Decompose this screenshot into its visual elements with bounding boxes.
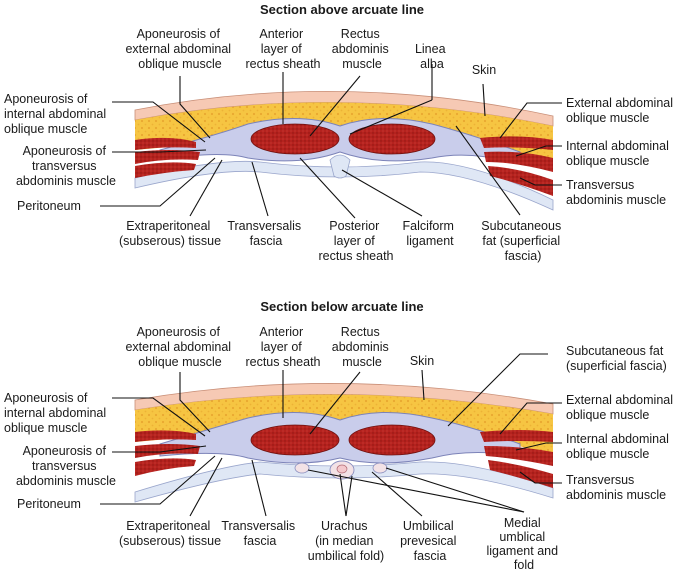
label-peritoneum: Peritoneum: [17, 199, 81, 213]
label-transversalis: Transversalis fascia: [221, 519, 298, 548]
subcutaneous-fat-layer: [135, 102, 553, 170]
label-internal-oblique: Internal abdominal oblique muscle: [566, 139, 672, 168]
label-posterior-layer: Posterior layer of rectus sheath: [318, 219, 393, 263]
peritoneum-layer: [134, 461, 554, 503]
left-medial-ligament: [294, 462, 310, 474]
right-external-oblique: [480, 136, 553, 150]
label-transversus: Transversus abdominis muscle: [566, 178, 666, 207]
label-transversalis: Transversalis fascia: [227, 219, 304, 248]
right-transversus: [488, 460, 553, 488]
leader-lines: [100, 64, 562, 219]
right-external-oblique: [480, 430, 553, 442]
label-subcutaneous: Subcutaneous fat (superficial fascia): [566, 344, 667, 373]
label-skin: Skin: [410, 354, 434, 368]
label-aponeurosis-transversus: Aponeurosis of transversus abdominis mus…: [16, 144, 116, 188]
label-aponeurosis-transversus: Aponeurosis of transversus abdominis mus…: [16, 444, 116, 488]
label-external-oblique: External abdominal oblique muscle: [566, 393, 677, 422]
label-prevesical: Umbilical prevesical fascia: [400, 519, 460, 563]
section-above-arcuate: Section above arcuate line: [4, 2, 677, 263]
right-rectus-muscle: [348, 123, 436, 155]
label-anterior-layer: Anterior layer of rectus sheath: [245, 27, 320, 71]
left-internal-oblique: [135, 150, 200, 164]
tissue-cross-section: [134, 383, 554, 503]
label-urachus: Urachus (in median umbilical fold): [308, 519, 384, 563]
section-title: Section below arcuate line: [260, 299, 423, 314]
section-title: Section above arcuate line: [260, 2, 424, 17]
leader-lines: [100, 353, 562, 517]
label-extraperitoneal: Extraperitoneal (subserous) tissue: [119, 519, 221, 548]
label-transversus: Transversus abdominis muscle: [566, 473, 666, 502]
label-rectus-abdominis: Rectus abdominis muscle: [332, 325, 392, 369]
label-internal-oblique: Internal abdominal oblique muscle: [566, 432, 672, 461]
label-peritoneum: Peritoneum: [17, 497, 81, 511]
right-rectus-muscle: [348, 424, 436, 456]
right-medial-ligament: [372, 462, 388, 474]
right-transversus: [488, 166, 553, 196]
left-rectus-muscle: [250, 424, 340, 456]
label-medial-ligament: Medial umblical ligament and fold: [486, 516, 561, 572]
peritoneum-layer: [134, 160, 554, 211]
label-aponeurosis-external: Aponeurosis of external abdominal obliqu…: [125, 27, 234, 71]
section-below-arcuate: Section below arcuate line: [4, 299, 677, 572]
label-aponeurosis-internal: Aponeurosis of internal abdominal obliqu…: [4, 391, 110, 435]
label-linea-alba: Linea alba: [415, 42, 449, 71]
urachus: [336, 464, 348, 474]
label-external-oblique: External abdominal oblique muscle: [566, 96, 677, 125]
tissue-cross-section: [134, 91, 554, 211]
label-extraperitoneal: Extraperitoneal (subserous) tissue: [119, 219, 221, 248]
label-falciform: Falciform ligament: [403, 219, 458, 248]
left-external-oblique: [135, 430, 196, 442]
label-aponeurosis-external: Aponeurosis of external abdominal obliqu…: [125, 325, 234, 369]
left-transversus: [135, 458, 196, 476]
label-rectus-abdominis: Rectus abdominis muscle: [332, 27, 392, 71]
right-internal-oblique: [484, 446, 553, 466]
label-skin: Skin: [472, 63, 496, 77]
left-external-oblique: [135, 137, 196, 150]
left-rectus-muscle: [250, 123, 340, 155]
right-internal-oblique: [484, 151, 553, 172]
label-subcutaneous: Subcutaneous fat (superficial fascia): [481, 219, 564, 263]
left-transversus: [135, 162, 196, 178]
label-aponeurosis-internal: Aponeurosis of internal abdominal obliqu…: [4, 92, 110, 136]
label-anterior-layer: Anterior layer of rectus sheath: [245, 325, 320, 369]
